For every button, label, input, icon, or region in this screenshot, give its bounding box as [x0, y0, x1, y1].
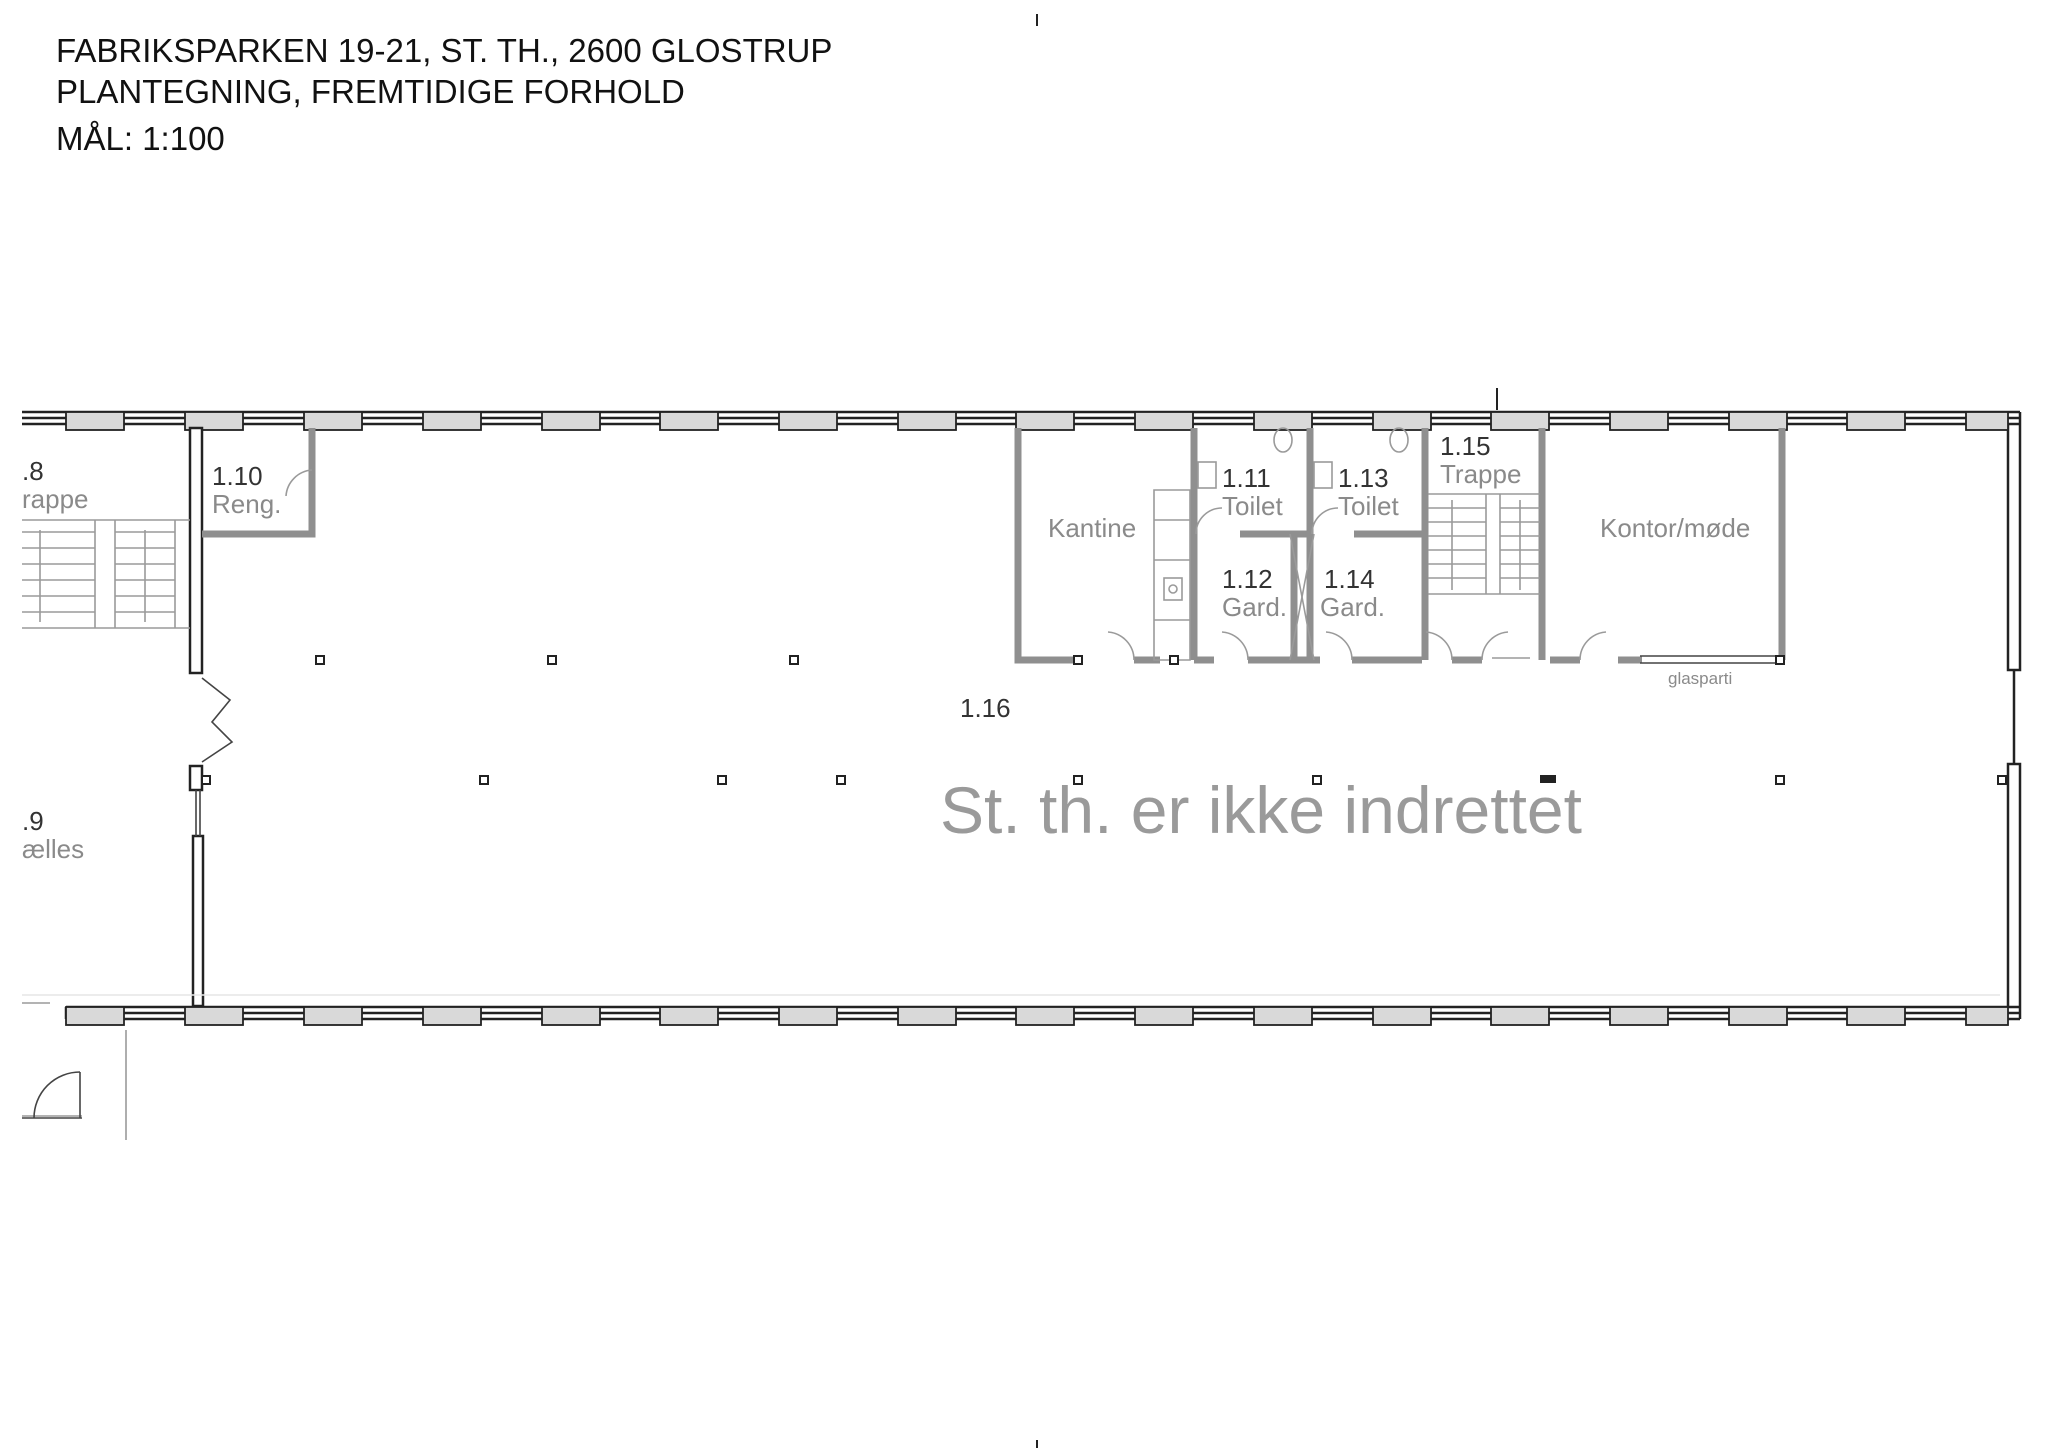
stair-left — [22, 519, 190, 629]
room-number-1-14: 1.14 — [1324, 564, 1375, 594]
kitchen-counter — [1153, 489, 1191, 661]
stair-1-15 — [1428, 493, 1540, 595]
address-title: FABRIKSPARKEN 19-21, ST. TH., 2600 GLOST… — [56, 32, 832, 69]
scale-label: MÅL: 1:100 — [56, 120, 225, 157]
room-number-1-8: .8 — [22, 456, 44, 486]
room-name-1-11: Toilet — [1222, 491, 1283, 521]
room-name-1-14: Gard. — [1320, 592, 1385, 622]
room-number-1-13: 1.13 — [1338, 463, 1389, 493]
room-number-1-15: 1.15 — [1440, 431, 1491, 461]
room-name-kantine: Kantine — [1048, 513, 1136, 543]
toilet-fixtures — [1197, 427, 1409, 489]
window-piers-top — [65, 411, 2009, 431]
left-partition-wall — [188, 426, 234, 1008]
drawing-subtitle: PLANTEGNING, FREMTIDIGE FORHOLD — [56, 73, 685, 110]
room-name-kontor: Kontor/møde — [1600, 513, 1750, 543]
room-1-10-walls — [202, 428, 316, 538]
service-core-walls — [1014, 428, 1786, 664]
glass-partition — [1492, 655, 1782, 664]
columns — [201, 655, 2007, 785]
room-name-1-15: Trappe — [1440, 459, 1521, 489]
room-number-1-12: 1.12 — [1222, 564, 1273, 594]
room-number-1-16: 1.16 — [960, 693, 1011, 723]
window-piers-bottom — [65, 1006, 2009, 1026]
room-number-1-10: 1.10 — [212, 461, 263, 491]
room-number-1-11: 1.11 — [1222, 463, 1271, 493]
room-name-1-8: rappe — [22, 484, 89, 514]
room-name-1-12: Gard. — [1222, 592, 1287, 622]
room-name-1-13: Toilet — [1338, 491, 1399, 521]
not-furnished-notice: St. th. er ikke indrettet — [940, 773, 1582, 847]
room-name-1-9: ælles — [22, 834, 84, 864]
entrance-door-bottom-left — [22, 1002, 127, 1140]
door-swings — [1107, 507, 1607, 661]
glass-partition-label: glasparti — [1668, 669, 1732, 688]
room-number-1-9: .9 — [22, 806, 44, 836]
room-name-1-10: Reng. — [212, 489, 281, 519]
